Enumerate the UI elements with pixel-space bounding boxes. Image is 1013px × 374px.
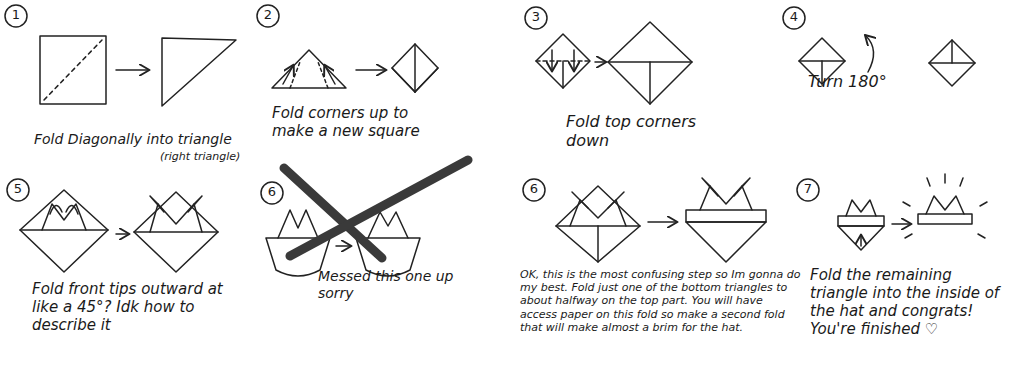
instruction-text: Fold top corners down [566,112,716,150]
instruction-text: Fold the remaining triangle into the ins… [810,266,1006,338]
instruction-text: Messed this one up sorry [318,268,468,302]
instruction-text: Fold Diagonally into triangle [34,131,264,148]
step-number: 1 [6,7,26,23]
instruction-text: OK, this is the most confusing step so I… [520,268,802,334]
step-number: 6 [262,184,282,200]
step-number: 6 [524,181,544,197]
step-number: 4 [784,9,804,25]
instruction-text: (right triangle) [160,150,280,163]
step-number: 3 [526,9,546,25]
instruction-text: Fold front tips outward at like a 45°? I… [32,280,252,334]
step-number: 2 [258,7,278,23]
step-number: 7 [798,181,818,197]
step-number: 5 [8,181,28,197]
instruction-text: Fold corners up to make a new square [272,104,442,140]
instruction-text: Turn 180° [808,72,928,91]
